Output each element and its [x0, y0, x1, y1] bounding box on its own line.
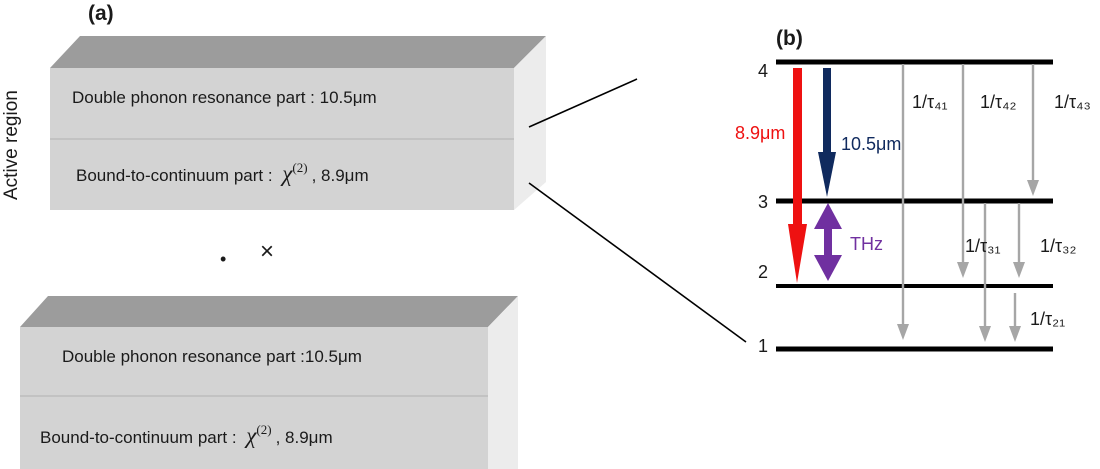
- thz-arrow-shaft: [824, 228, 832, 256]
- bottom-block-front-face: [20, 327, 488, 469]
- rate-label-tau42: 1/τ₄₂: [980, 92, 1016, 112]
- top-block-lower-text: Bound-to-continuum part : χ(2), 8.9μm: [76, 160, 369, 186]
- panel-b-label: (b): [776, 27, 803, 50]
- cross-symbol: ×: [260, 238, 274, 265]
- top-block-top-face: [50, 36, 546, 68]
- connector-line-upper: [528, 78, 638, 128]
- level-2-label: 2: [758, 262, 768, 282]
- red-arrow-shaft: [793, 68, 802, 226]
- thz-arrow-head-up: [814, 203, 842, 229]
- thz-double-arrow: [814, 203, 842, 281]
- arrow-2-to-1-head: [1009, 326, 1021, 342]
- bottom-block-lower-text: Bound-to-continuum part : χ(2), 8.9μm: [40, 422, 333, 448]
- thz-arrow-head-down: [814, 255, 842, 281]
- red-transition-label: 8.9μm: [735, 123, 785, 143]
- blue-arrow-shaft: [823, 68, 831, 154]
- level-4-label: 4: [758, 61, 768, 81]
- arrow-4-to-2-head: [957, 262, 969, 278]
- top-block-upper-text: Double phonon resonance part : 10.5μm: [72, 88, 377, 107]
- relaxation-arrows: [897, 64, 1039, 342]
- arrow-4-to-3-head: [1027, 180, 1039, 196]
- bottom-block: Double phonon resonance part :10.5μm Bou…: [20, 296, 518, 469]
- arrow-3-to-1-head: [979, 326, 991, 342]
- bottom-block-top-face: [20, 296, 518, 327]
- rate-label-tau32: 1/τ₃₂: [1040, 236, 1076, 256]
- blue-transition-arrow: [818, 68, 836, 197]
- arrow-4-to-1-head: [897, 324, 909, 340]
- thz-transition-label: THz: [850, 234, 883, 254]
- level-1-label: 1: [758, 336, 768, 356]
- level-3-label: 3: [758, 192, 768, 212]
- red-transition-arrow: [788, 68, 807, 283]
- bottom-block-side-face: [488, 296, 518, 469]
- rate-label-tau43: 1/τ₄₃: [1054, 92, 1091, 112]
- dot-symbol: •: [220, 249, 226, 269]
- top-block-side-face: [514, 36, 546, 210]
- red-arrow-head: [788, 224, 807, 283]
- blue-arrow-head: [818, 152, 836, 197]
- rate-label-tau31: 1/τ₃₁: [965, 236, 1001, 256]
- connector-line-lower: [528, 182, 747, 343]
- active-region-label: Active region: [1, 90, 22, 200]
- arrow-3-to-2-head: [1013, 262, 1025, 278]
- top-block: Double phonon resonance part : 10.5μm Bo…: [50, 36, 546, 210]
- rate-label-tau41: 1/τ₄₁: [912, 92, 948, 112]
- bottom-block-upper-text: Double phonon resonance part :10.5μm: [62, 347, 362, 366]
- panel-a-label: (a): [88, 2, 114, 25]
- blue-transition-label: 10.5μm: [841, 134, 901, 154]
- rate-label-tau21: 1/τ₂₁: [1030, 309, 1065, 329]
